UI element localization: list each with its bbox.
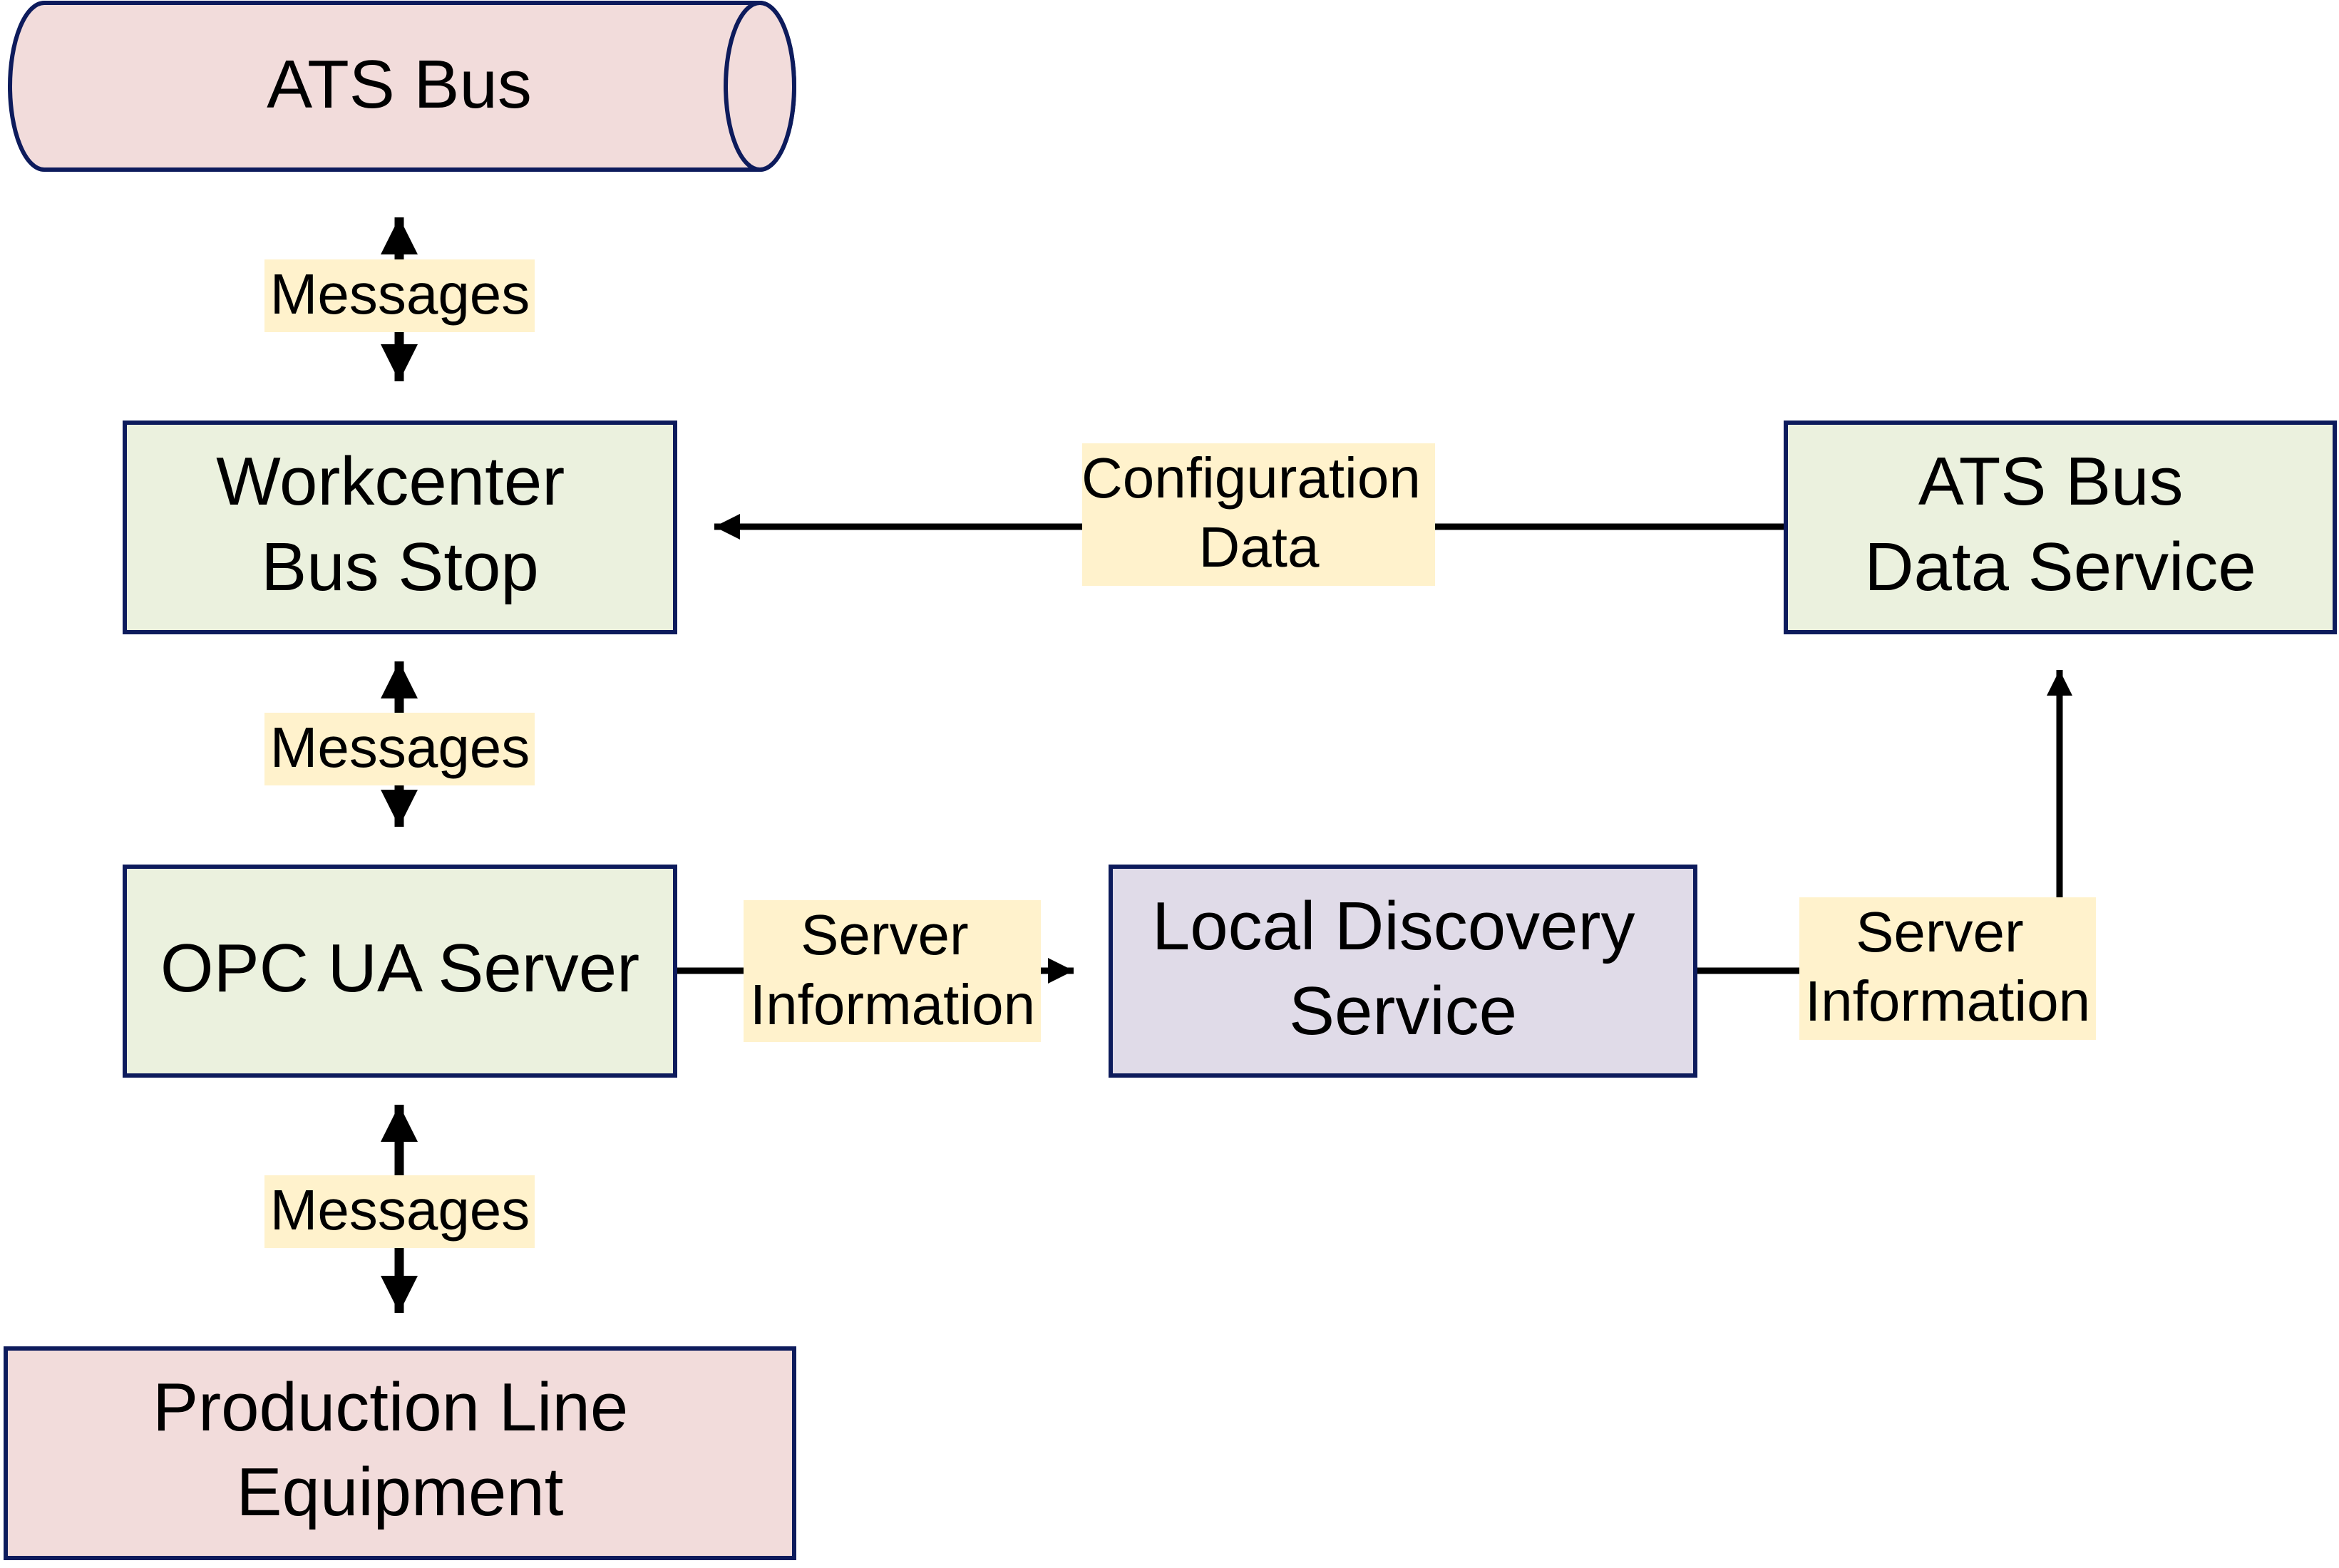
ats-data-service-title: ATS Bus Data Service [1864, 443, 2256, 605]
node-opc-ua-server: OPC UA Server [123, 865, 677, 1078]
edge-label-opc-lds: Server Information [744, 900, 1041, 1042]
workcenter-box [123, 421, 677, 634]
production-title: Production Line Equipment [153, 1369, 647, 1530]
node-ats-bus: ATS Bus [8, 0, 796, 172]
server-information-label-1: Server Information [750, 903, 1035, 1036]
edge-label-workcenter-opc: Messages [264, 713, 535, 785]
configuration-data-label: Configuration Data [1081, 446, 1436, 579]
production-box [4, 1346, 796, 1560]
node-production-line-equipment: Production Line Equipment [4, 1346, 796, 1560]
label-background [264, 1175, 535, 1248]
opc-server-title: OPC UA Server [160, 930, 639, 1006]
lds-title: Local Discovery Service [1152, 888, 1654, 1049]
label-background [1082, 443, 1435, 586]
ats-data-service-box [1784, 421, 2337, 634]
lds-box [1109, 865, 1697, 1078]
edge-label-opc-production: Messages [264, 1175, 535, 1248]
messages-label-2: Messages [270, 716, 530, 779]
node-local-discovery-service: Local Discovery Service [1109, 865, 1697, 1078]
workcenter-title: Workcenter Bus Stop [216, 443, 584, 605]
ats-bus-title: ATS Bus [267, 46, 532, 123]
messages-label-3: Messages [270, 1178, 530, 1242]
ats-bus-cylinder-end [724, 1, 796, 172]
edge-label-bus-workcenter: Messages [264, 259, 535, 332]
label-background [264, 259, 535, 332]
server-information-label-2: Server Information [1805, 900, 2090, 1033]
label-background [744, 900, 1041, 1042]
connectors [381, 217, 2072, 1313]
node-ats-bus-data-service: ATS Bus Data Service [1784, 421, 2337, 634]
edge-label-lds-service: Server Information [1799, 897, 2096, 1040]
messages-label-1: Messages [270, 262, 530, 326]
node-workcenter-bus-stop: Workcenter Bus Stop [123, 421, 677, 634]
label-background [1799, 897, 2096, 1040]
label-background [264, 713, 535, 785]
opc-server-box [123, 865, 677, 1078]
edge-label-config: Configuration Data [1081, 443, 1436, 586]
